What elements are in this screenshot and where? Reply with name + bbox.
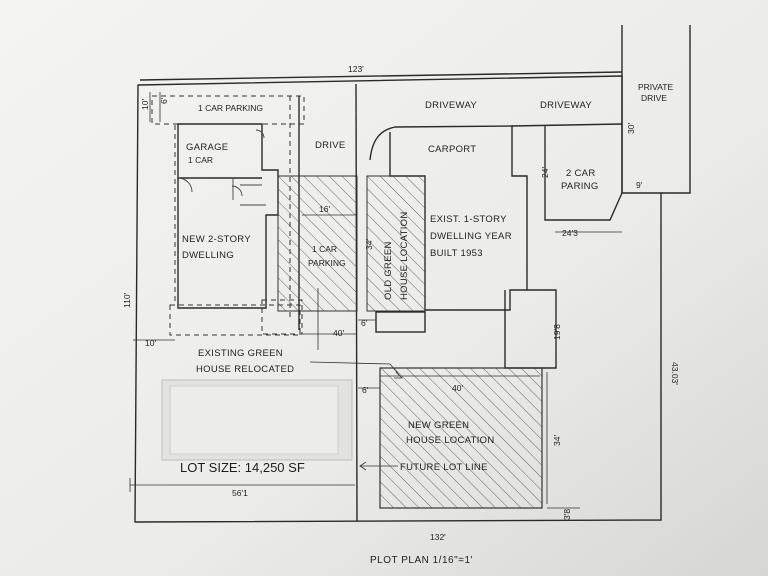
private-drive-label-1: PRIVATE <box>638 82 673 92</box>
new-dwelling-label-1: NEW 2-STORY <box>182 234 251 245</box>
dim-10-top: 10' <box>140 99 150 110</box>
dim-30: 30' <box>626 123 636 134</box>
old-green-house-label-2: HOUSE LOCATION <box>399 212 410 300</box>
old-green-house-label-1: OLD GREEN <box>383 241 394 300</box>
dim-6-top: 6' <box>159 97 169 104</box>
two-car-label-1: 2 CAR <box>566 168 595 179</box>
new-green-house-area <box>379 367 543 509</box>
dim-9: 9' <box>636 180 643 190</box>
one-car-parking-label-a: 1 CAR <box>312 244 337 254</box>
existing-green-house-label-2: HOUSE RELOCATED <box>196 364 294 375</box>
new-green-house-label-2: HOUSE LOCATION <box>406 435 494 446</box>
dim-34-old: 34' <box>364 239 374 250</box>
dim-56-1: 56'1 <box>232 488 248 498</box>
dim-10-left: 10' <box>145 338 156 348</box>
private-drive-label-2: DRIVE <box>641 93 667 103</box>
top-dimension: 123' <box>348 64 364 74</box>
existing-dwelling-label-1: EXIST. 1-STORY <box>430 214 507 225</box>
dim-16: 16' <box>319 204 330 214</box>
new-green-house-label-1: NEW GREEN <box>408 420 469 431</box>
one-car-parking-hatched <box>277 175 358 312</box>
leader-arrow-relocated <box>309 361 401 377</box>
future-lot-line-label: FUTURE LOT LINE <box>400 462 488 473</box>
plot-plan-title: PLOT PLAN 1/16"=1' <box>370 555 473 566</box>
existing-green-house-label-1: EXISTING GREEN <box>198 348 283 359</box>
dim-19-8: 19'8 <box>552 324 562 340</box>
one-car-parking-top-label: 1 CAR PARKING <box>198 103 263 113</box>
drive-label: DRIVE <box>315 140 346 151</box>
right-dimension: 43.03' <box>670 362 680 385</box>
garage-label: GARAGE <box>186 142 228 153</box>
old-green-house-area <box>366 175 426 312</box>
new-dwelling-label-2: DWELLING <box>182 250 234 261</box>
dim-6-b: 6' <box>362 385 369 395</box>
lot-size-label: LOT SIZE: 14,250 SF <box>180 460 305 475</box>
existing-dwelling-label-3: BUILT 1953 <box>430 248 483 259</box>
dim-6-a: 6' <box>361 318 368 328</box>
left-dimension: 110' <box>122 292 132 308</box>
dim-40-b: 40' <box>452 383 463 393</box>
driveway-label-2: DRIVEWAY <box>540 100 592 111</box>
dim-34-new: 34' <box>552 435 562 446</box>
existing-dwelling-outline <box>369 125 528 311</box>
one-car-label: 1 CAR <box>188 155 213 165</box>
carport-label: CARPORT <box>428 144 476 155</box>
bottom-dimension: 132' <box>430 532 446 542</box>
dim-24: 24' <box>540 167 550 178</box>
driveway-label-1: DRIVEWAY <box>425 100 477 111</box>
private-drive-outline <box>621 25 691 194</box>
dim-3-8: 3'8 <box>562 509 572 520</box>
dim-24-3: 24'3 <box>562 228 578 238</box>
one-car-parking-label-b: PARKING <box>308 258 346 268</box>
two-car-label-2: PARING <box>561 181 599 192</box>
dim-40-a: 40' <box>333 328 344 338</box>
existing-dwelling-label-2: DWELLING YEAR <box>430 231 512 242</box>
